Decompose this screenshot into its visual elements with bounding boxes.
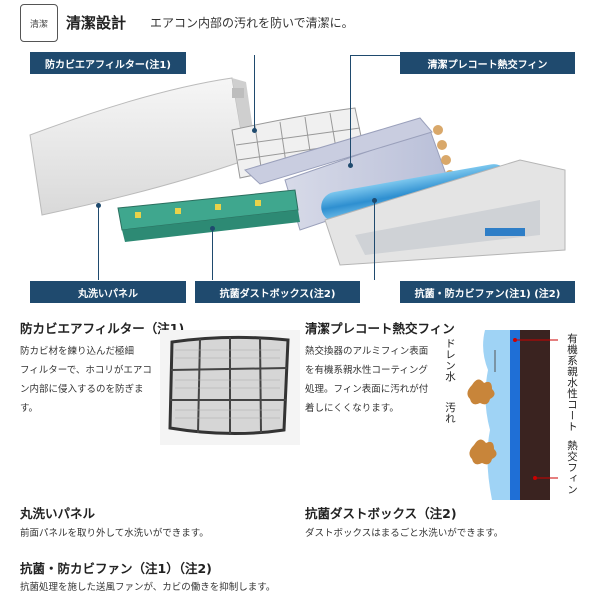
page-description: エアコン内部の汚れを防いで清潔に。 xyxy=(150,16,354,30)
fin-section-text: 熱交換器のアルミフィン表面 を有機系親水性コーティング 処理。フィン表面に汚れが… xyxy=(305,346,429,414)
dirt-label: 汚れ xyxy=(444,402,456,424)
dustbox-callout-line xyxy=(212,228,213,280)
panel-callout-dot xyxy=(96,203,101,208)
fan-callout-line xyxy=(374,200,375,280)
category-badge: 清潔 xyxy=(20,4,58,42)
fin-callout-dot xyxy=(348,163,353,168)
fin-section-title: 清潔プレコート熱交フィン xyxy=(305,321,455,336)
front-panel xyxy=(29,77,247,216)
coating-label: 有機系親水性コート xyxy=(566,333,578,432)
dustbox-callout-label: 抗菌ダストボックス(注2) xyxy=(195,281,360,303)
fan-callout-dot xyxy=(372,198,377,203)
fin-label: 熱交フィン xyxy=(566,440,578,495)
fan-section-text: 抗菌処理を施した送風ファンが、カビの働きを抑制します。 xyxy=(20,582,276,593)
dust-box-part xyxy=(117,189,300,242)
dirt-blob-2 xyxy=(469,439,497,465)
filter-callout-dot xyxy=(252,128,257,133)
dirt-blob-1 xyxy=(467,379,495,405)
dustbox-callout-dot xyxy=(210,226,215,231)
page-title: 清潔設計 xyxy=(66,14,127,32)
fin-cross-section-diagram xyxy=(467,330,558,500)
dustbox-section-text: ダストボックスはまるごと水洗いができます。 xyxy=(305,528,504,539)
air-filter-image xyxy=(160,330,300,445)
fan-callout-label: 抗菌・防カビファン(注1) (注2) xyxy=(400,281,575,303)
fin-callout-line-top xyxy=(350,55,400,56)
panel-callout-line xyxy=(98,205,99,280)
filter-section-title: 防カビエアフィルター（注1) xyxy=(20,321,185,336)
air-conditioner-exploded-diagram xyxy=(29,77,566,266)
dustbox-section-title: 抗菌ダストボックス（注2) xyxy=(305,506,457,521)
filter-section-text: 防カビ材を練り込んだ極細 フィルターで、ホコリがエアコ ン内部に侵入するのを防ぎ… xyxy=(20,346,152,414)
panel-section-text: 前面パネルを取り外して水洗いができます。 xyxy=(20,528,209,539)
fan-section-title: 抗菌・防カビファン（注1）（注2) xyxy=(20,561,212,576)
fin-callout-label: 清潔プレコート熱交フィン xyxy=(400,52,575,74)
panel-section-title: 丸洗いパネル xyxy=(20,506,96,521)
filter-callout-line xyxy=(254,55,255,130)
filter-callout-label: 防カビエアフィルター(注1) xyxy=(30,52,186,74)
fin-callout-line xyxy=(350,55,351,165)
drain-water-label: ドレン水 xyxy=(444,338,456,382)
panel-callout-label: 丸洗いパネル xyxy=(30,281,186,303)
